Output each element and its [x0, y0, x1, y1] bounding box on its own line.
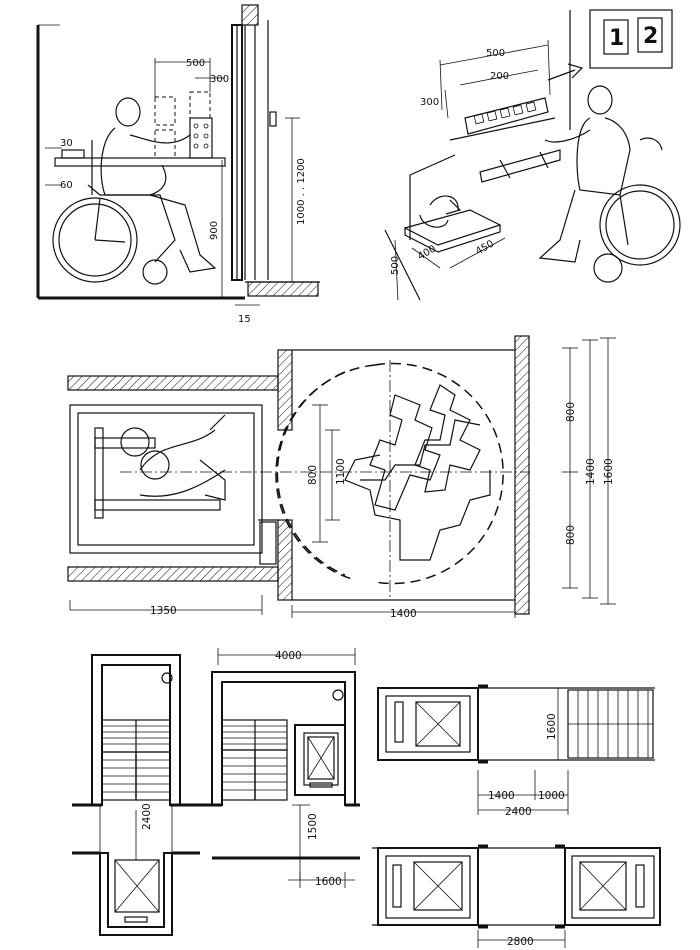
dim-corridor-length: 2400 [141, 803, 153, 830]
dim-rail-width: 500 [486, 48, 505, 59]
figure-layout-lift-beside-stair: 1600 1400 1000 2400 [377, 684, 655, 818]
dim-seat-width: 450 [474, 239, 496, 258]
dim-stair-width: 4000 [275, 650, 302, 662]
floor-digit-2: 2 [643, 24, 658, 49]
figure-cabin-plan: 1350 1400 800 1100 800 800 1400 1600 [67, 335, 616, 620]
figure-lift-cabin-section: 500 300 30 60 900 1000 . . 1200 15 [36, 4, 320, 325]
dim-lift-landing: 1400 [488, 790, 515, 802]
dim-panel-width: 300 [210, 74, 229, 85]
dim-landing-width: 1600 [603, 458, 615, 485]
floor-digit-1: 1 [609, 26, 624, 51]
floor-indicator-panel: 1 2 [589, 9, 673, 69]
dim-landing-depth-a: 1500 [307, 813, 319, 840]
dim-lift-width-a: 1600 [315, 876, 342, 888]
dim-reach-width: 500 [186, 58, 205, 69]
dim-cabin-depth: 1350 [150, 605, 177, 617]
figure-layout-two-lifts-facing: 2800 [372, 844, 661, 948]
dim-cabin-width: 1100 [335, 458, 347, 485]
figure-cabin-perspective: 1 2 500 200 [384, 9, 681, 301]
dim-rail-height: 900 [209, 221, 220, 240]
figure-layout-stair-lift-adjacent: 4000 1500 1600 [200, 648, 360, 888]
dim-landing-depth: 1400 [390, 608, 417, 620]
dim-rail-gap: 30 [60, 138, 73, 149]
figure-layout-stair-lift-opposite: 2400 [72, 654, 200, 936]
dim-lift-depth-b: 1600 [546, 713, 558, 740]
dim-stair-landing: 1000 [538, 790, 565, 802]
dim-rail-depth: 60 [60, 180, 73, 191]
dim-total-landing-b: 2400 [505, 806, 532, 818]
dim-call-button-height: 1000 . . 1200 [296, 158, 307, 225]
dim-seat-depth: 400 [416, 244, 438, 263]
dim-seat-height: 500 [390, 256, 401, 275]
dim-circle-upper: 800 [565, 402, 577, 422]
dim-landing-between-lifts: 2800 [507, 936, 534, 948]
dim-panel-height: 300 [420, 97, 439, 108]
dim-circle-lower: 800 [565, 525, 577, 545]
dim-door-gap: 15 [238, 314, 251, 325]
dim-circle-diameter: 1400 [585, 458, 597, 485]
dim-panel-width: 200 [490, 71, 509, 82]
dim-door-width: 800 [307, 465, 319, 485]
